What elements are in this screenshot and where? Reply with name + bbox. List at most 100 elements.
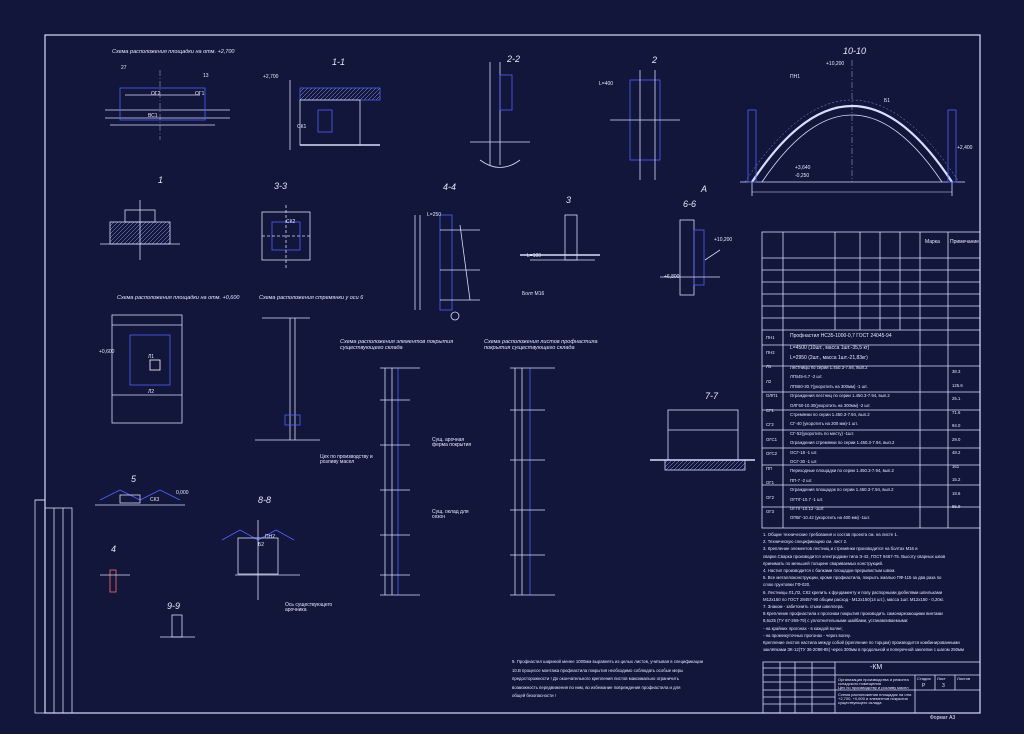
bolt-label: Болт М16 bbox=[522, 291, 545, 297]
mark-label: Б2 bbox=[258, 542, 265, 548]
elevation-label: +3,640 bbox=[795, 165, 811, 171]
spec-profnastil: Профнастил НС35-1000-0,7 ГОСТ 24045-94 bbox=[790, 333, 892, 339]
note-line: сварке.Сварка производится электродами т… bbox=[763, 553, 946, 559]
section-3-3 bbox=[261, 205, 311, 268]
section-label: 2-2 bbox=[507, 54, 521, 64]
stamp-sheet-label: Лист bbox=[937, 676, 946, 681]
mark-label: Л1 bbox=[148, 354, 155, 360]
elevation-label: -0,250 bbox=[795, 173, 810, 179]
mark-label: ПН1 bbox=[790, 74, 800, 80]
spec-row: ОГПГ-10.12 -1шт. bbox=[790, 506, 825, 511]
spec-row: ОСГ-18 -1 шт. bbox=[790, 449, 818, 455]
elevation-label: +10,200 bbox=[714, 237, 733, 243]
spec-mass: 125.6 bbox=[952, 382, 963, 388]
mark-label: СК1 bbox=[297, 124, 307, 130]
section-4-4 bbox=[414, 214, 480, 321]
note-line: Крепление листов настила между собой (кр… bbox=[763, 640, 960, 645]
spec-mark: ОГ1 bbox=[766, 480, 775, 485]
section-label: 8-8 bbox=[258, 495, 272, 505]
note-label: Ось существующего арочника bbox=[285, 602, 333, 613]
spec-mark: ОГС1 bbox=[766, 436, 777, 442]
mark-label: СК2 bbox=[286, 219, 296, 225]
section-7-7 bbox=[650, 409, 755, 471]
stamp-stage: Р bbox=[922, 683, 926, 689]
spec-row: ОГПГ-10.7 -1 шт. bbox=[790, 496, 824, 502]
elevation-label: 0,000 bbox=[176, 490, 189, 496]
spec-mark: ПН2 bbox=[766, 349, 775, 355]
spec-table bbox=[761, 231, 981, 529]
spec-mark: Л1 bbox=[766, 364, 772, 369]
roof-elements-strip bbox=[380, 367, 420, 596]
spec-mark: ОГ2 bbox=[766, 494, 775, 500]
spec-row: ОПБГ-10.42 (укоротить на 400 мм) -1шт. bbox=[790, 515, 871, 521]
plan-0600 bbox=[111, 314, 183, 424]
spec-mass: 71.6 bbox=[952, 409, 961, 415]
spec-row: Ограждения лестниц по серии 1.450.3-7.94… bbox=[790, 393, 890, 399]
spec-mass: 161 bbox=[952, 463, 960, 469]
note-line: - на крайних прогонах - в каждой волне; bbox=[763, 625, 843, 631]
note-line: 2. Техническую спецификацию см. лист 2. bbox=[763, 539, 848, 545]
title-stremyanki: Схема расположения стремянки у оси 6 bbox=[259, 295, 364, 301]
spec-row: ЛГВ45-6.7 -2 шт. bbox=[790, 374, 823, 380]
spec-mark: ПП bbox=[766, 465, 773, 471]
stamp-sheet-title: Схема расположения площадок на отм. +2,7… bbox=[838, 692, 913, 705]
note-line: - на промежуточных прогонах - через волн… bbox=[763, 632, 851, 638]
node-5 bbox=[95, 489, 185, 506]
note-line: 1. Общие технические требования и состав… bbox=[763, 532, 898, 537]
note-line: 7. Знаком - забетонить стыки швеллера. bbox=[763, 604, 844, 609]
elevation-label: +0,600 bbox=[99, 349, 115, 355]
title-profnastil: Схема расположения листов профнастила по… bbox=[484, 339, 598, 351]
stamp-object: Цех по производству и розливу масел bbox=[838, 685, 909, 690]
plan-2700 bbox=[105, 70, 230, 140]
node-4 bbox=[100, 569, 130, 593]
spec-mark: ОГС2 bbox=[766, 451, 777, 456]
spec-mark: ОГ3 bbox=[766, 509, 775, 514]
arch-section-10-10 bbox=[740, 60, 965, 196]
spec-mass: 94.0 bbox=[952, 423, 961, 428]
spec-mark: Л2 bbox=[766, 378, 772, 384]
spec-mass: 55.9 bbox=[952, 504, 961, 509]
note-label: Цех по производству и розливу масел bbox=[320, 454, 373, 465]
spec-pn2: L=2950 (2шт., масса 1шт.-21,83кг) bbox=[790, 355, 868, 361]
dim-label: L=100 bbox=[527, 253, 542, 259]
general-notes: 1. Общие технические требования и состав… bbox=[763, 532, 978, 658]
title-plan-2700: Схема расположения площадки на отм. +2,7… bbox=[112, 49, 235, 55]
stamp-sheet: 3 bbox=[942, 683, 945, 689]
section-8-8 bbox=[221, 520, 300, 600]
note-line: 6. Лестницы Л1,Л2, СК2 крепить к фундаме… bbox=[763, 589, 943, 595]
spec-row: Ограждения стремянки по серии 1.450.3-7.… bbox=[790, 440, 895, 446]
section-2-2 bbox=[470, 62, 530, 168]
section-label: А bbox=[701, 184, 708, 194]
spec-mark: СГ2 bbox=[766, 422, 774, 427]
stamp-stage-label: Стадия bbox=[917, 676, 931, 681]
spec-row: СГ-52(укоротить по месту) -1шт. bbox=[790, 430, 855, 436]
profnastil-strip bbox=[510, 367, 555, 596]
note-line: слою грунтовки ГФ-020. bbox=[763, 582, 811, 588]
mark-label: ВС1 bbox=[148, 113, 158, 119]
mark-label: ПН2 bbox=[265, 534, 275, 540]
section-label: 1-1 bbox=[332, 57, 346, 67]
spec-mass: 48.2 bbox=[952, 450, 961, 455]
elevation-label: +10,200 bbox=[826, 61, 845, 67]
stremyanka-axis-6 bbox=[255, 317, 320, 441]
spec-header-note: Примечание bbox=[950, 239, 979, 245]
node-2 bbox=[610, 70, 680, 180]
stamp-org: Организация производства и ремонта склад… bbox=[838, 677, 909, 686]
note-line: общей безопасности ! bbox=[512, 693, 556, 698]
spec-row: Стремянки по серии 1.450.3-7.94, вып.2 bbox=[790, 412, 870, 417]
node-1 bbox=[100, 200, 180, 260]
section-label: 7-7 bbox=[705, 391, 719, 401]
note-line: 8.Крепление профнастила к прогонам покры… bbox=[763, 611, 943, 617]
spec-mass: 29.0 bbox=[952, 436, 961, 442]
note-line: заклёпками ЗК-12(ТУ 36-2088-85) через 30… bbox=[763, 647, 964, 653]
title-block bbox=[762, 661, 981, 714]
note-label: Сущ. арочная ферма покрытия bbox=[432, 437, 472, 448]
elevation-label: +2,700 bbox=[263, 74, 279, 80]
note-line: 8,6х25 (ТУ 67-269-79) с уплотнительными … bbox=[763, 618, 909, 624]
stamp-sheets-label: Листов bbox=[957, 676, 970, 681]
note-line: 4. Настил производится с балками площадк… bbox=[763, 568, 896, 573]
